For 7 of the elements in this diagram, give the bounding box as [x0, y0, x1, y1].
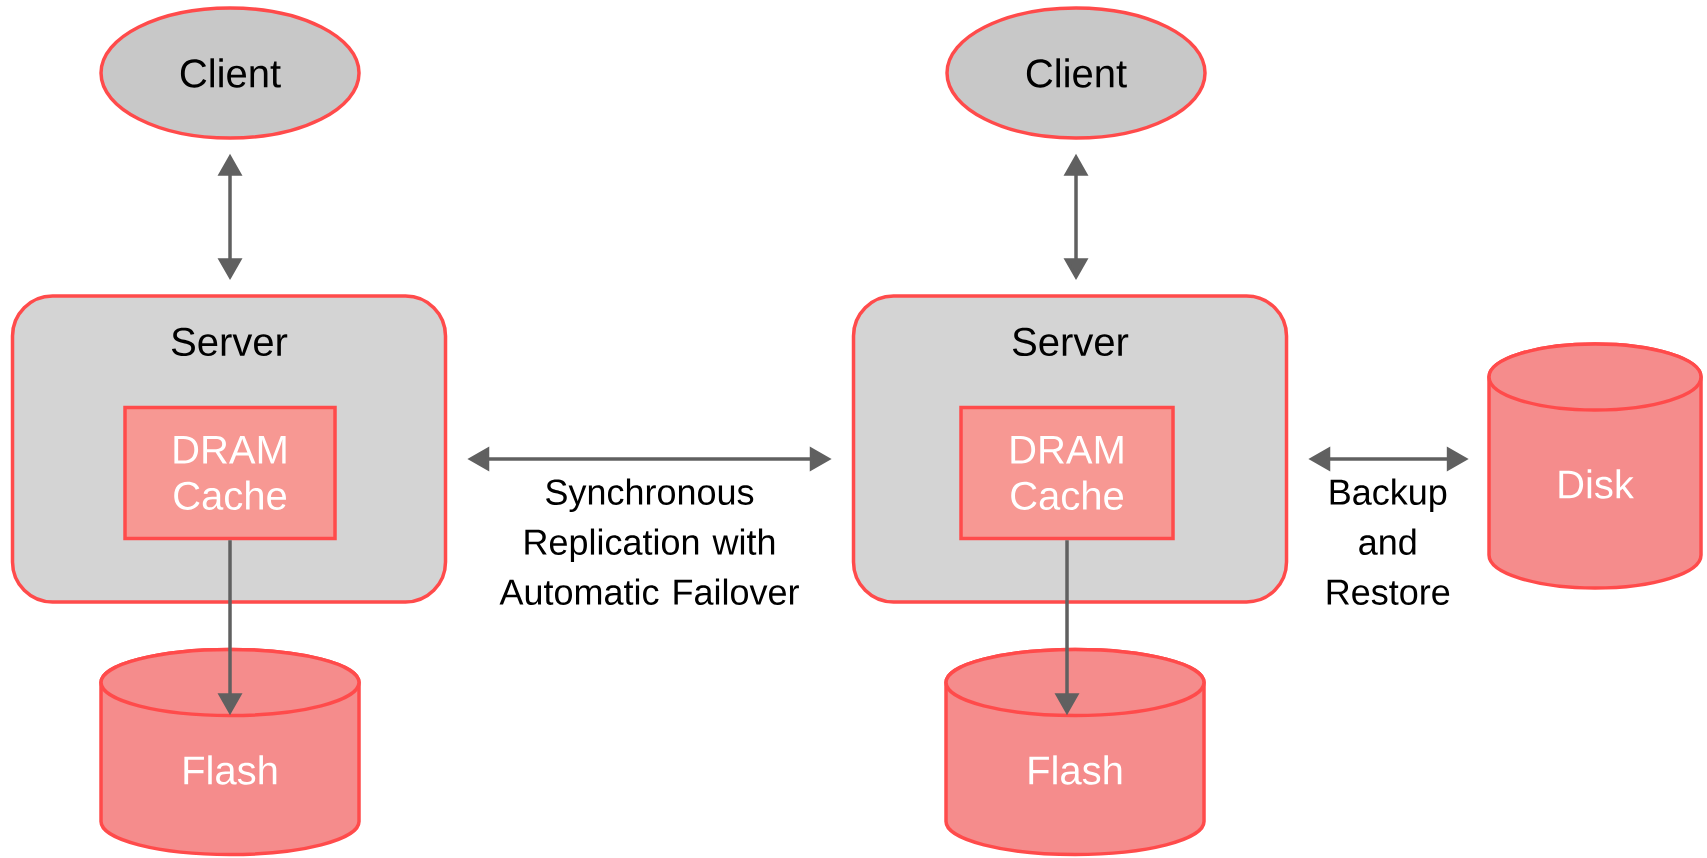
cylinder: Flash	[944, 647, 1206, 857]
edge-label: Backup and Restore	[1327, 478, 1450, 605]
cache-box: DRAM Cache	[959, 405, 1175, 541]
cylinder: Flash	[99, 647, 361, 857]
cylinder: Disk	[1487, 342, 1703, 590]
edge-label: Synchronous Replication with Automatic Failover	[499, 478, 799, 605]
cache-box: DRAM Cache	[123, 405, 337, 541]
